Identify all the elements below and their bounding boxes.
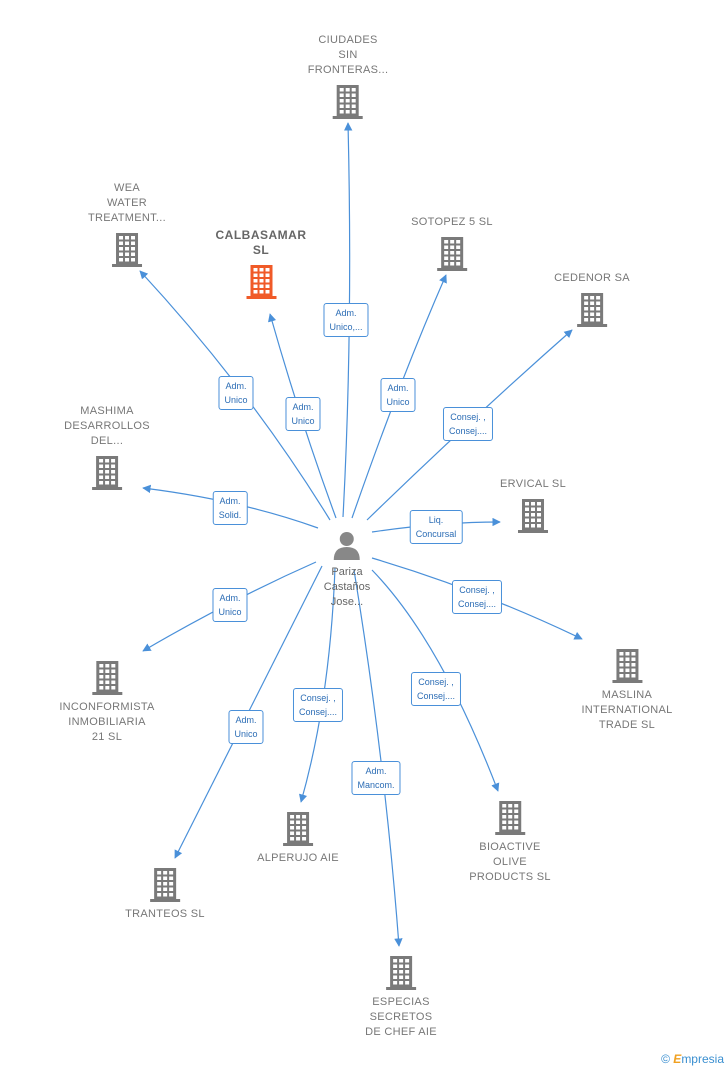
company-node-inconformista[interactable]: INCONFORMISTA INMOBILIARIA 21 SL <box>59 660 154 745</box>
company-name: INCONFORMISTA INMOBILIARIA 21 SL <box>59 701 155 743</box>
person-node[interactable]: Pariza Castaños Jose... <box>324 530 370 610</box>
company-name: TRANTEOS SL <box>125 908 205 920</box>
company-name: MASLINA INTERNATIONAL TRADE SL <box>581 689 673 731</box>
person-name: Pariza Castaños Jose... <box>323 566 371 608</box>
company-name: CALBASAMAR SL <box>215 228 307 257</box>
company-node-ervical[interactable]: ERVICAL SL <box>500 477 566 534</box>
role-label-cedenor[interactable]: Consej. , Consej.... <box>442 407 494 441</box>
company-name: CIUDADES SIN FRONTERAS... <box>307 34 389 76</box>
copyright-icon: © <box>661 1052 670 1066</box>
building-icon <box>111 233 142 267</box>
company-node-cedenor[interactable]: CEDENOR SA <box>554 271 630 328</box>
company-name: MASHIMA DESARROLLOS DEL... <box>64 405 150 447</box>
building-icon <box>246 265 276 299</box>
building-icon <box>517 499 548 533</box>
edge-bioactive <box>371 569 500 792</box>
company-node-bioactive[interactable]: BIOACTIVE OLIVE PRODUCTS SL <box>469 800 551 885</box>
role-label-calbasamar[interactable]: Adm. Unico <box>285 397 321 431</box>
company-name: WEA WATER TREATMENT... <box>88 182 166 224</box>
role-label-maslina[interactable]: Consej. , Consej.... <box>451 580 503 614</box>
role-label-inconformista[interactable]: Adm. Unico <box>212 588 248 622</box>
company-node-maslina[interactable]: MASLINA INTERNATIONAL TRADE SL <box>581 648 672 733</box>
role-label-especias[interactable]: Adm. Mancom. <box>351 761 401 795</box>
role-label-alperujo[interactable]: Consej. , Consej.... <box>292 688 344 722</box>
role-label-ervical[interactable]: Liq. Concursal <box>409 510 463 544</box>
company-node-ciudades[interactable]: CIUDADES SIN FRONTERAS... <box>308 33 389 120</box>
edge-especias <box>353 569 403 947</box>
company-node-calbasamar[interactable]: CALBASAMAR SL <box>216 228 307 300</box>
building-icon <box>150 868 180 902</box>
building-icon <box>437 237 467 271</box>
company-node-sotopez[interactable]: SOTOPEZ 5 SL <box>411 215 493 272</box>
role-label-ciudades[interactable]: Adm. Unico,... <box>323 303 369 337</box>
company-name: CEDENOR SA <box>554 272 630 284</box>
role-label-mashima[interactable]: Adm. Solid. <box>212 491 248 525</box>
company-name: SOTOPEZ 5 SL <box>411 216 493 228</box>
building-icon <box>577 293 607 327</box>
building-icon <box>332 85 363 119</box>
building-icon <box>385 956 416 990</box>
company-name: ESPECIAS SECRETOS DE CHEF AIE <box>365 996 437 1038</box>
role-label-tranteos[interactable]: Adm. Unico <box>228 710 264 744</box>
building-icon <box>494 801 525 835</box>
building-icon <box>91 661 122 695</box>
company-node-especias[interactable]: ESPECIAS SECRETOS DE CHEF AIE <box>365 955 437 1040</box>
company-name: ERVICAL SL <box>500 478 566 490</box>
company-node-mashima[interactable]: MASHIMA DESARROLLOS DEL... <box>64 404 150 491</box>
brand-initial: E <box>673 1052 682 1066</box>
company-name: ALPERUJO AIE <box>257 852 339 864</box>
building-icon <box>611 649 642 683</box>
building-icon <box>282 812 313 846</box>
company-node-alperujo[interactable]: ALPERUJO AIE <box>257 811 339 866</box>
company-node-tranteos[interactable]: TRANTEOS SL <box>125 867 205 922</box>
footer-brand[interactable]: © Empresia <box>661 1052 724 1066</box>
company-node-wea[interactable]: WEA WATER TREATMENT... <box>88 181 166 268</box>
building-icon <box>91 456 122 490</box>
role-label-sotopez[interactable]: Adm. Unico <box>380 378 416 412</box>
role-label-bioactive[interactable]: Consej. , Consej.... <box>410 672 462 706</box>
company-name: BIOACTIVE OLIVE PRODUCTS SL <box>469 841 551 883</box>
role-label-wea[interactable]: Adm. Unico <box>218 376 254 410</box>
person-icon <box>333 532 360 560</box>
brand-name: mpresia <box>681 1052 724 1066</box>
